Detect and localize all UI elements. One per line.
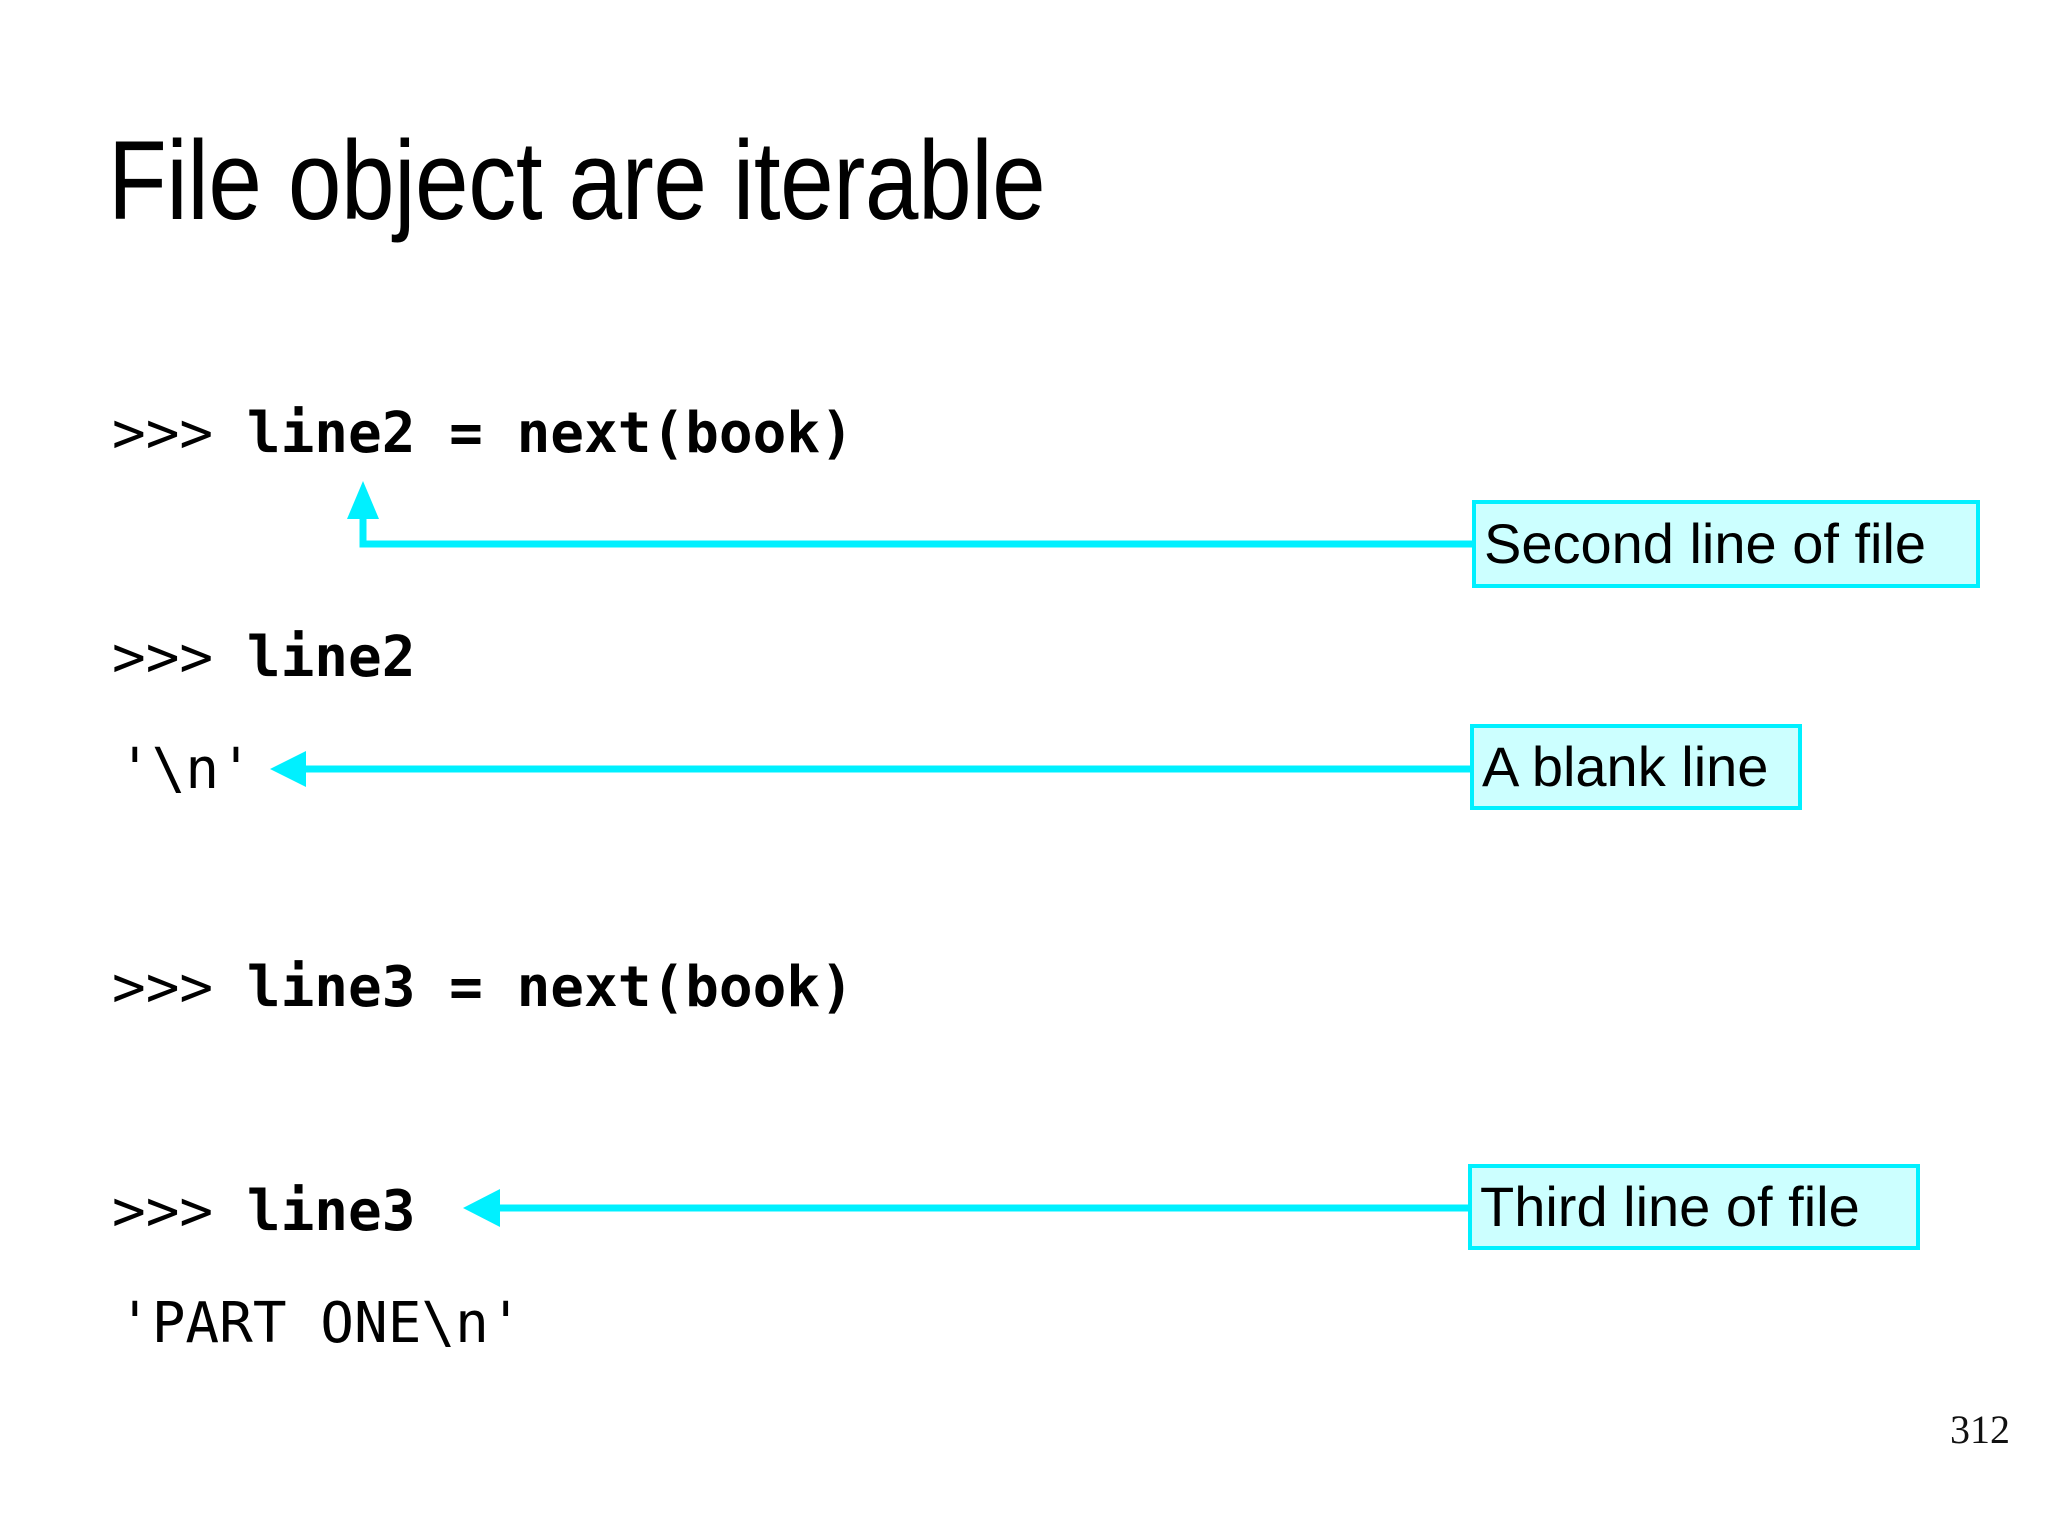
arrow-a-blank-line	[270, 751, 1470, 787]
page-number: 312	[1950, 1407, 2010, 1452]
callout-third-line-of-file: Third line of file	[1468, 1164, 1920, 1250]
code-line-line3-output: 'PART ONE\n'	[118, 1294, 523, 1354]
prompt-marker: >>>	[112, 955, 247, 1020]
callout-second-line-of-file: Second line of file	[1472, 500, 1980, 588]
prompt-marker: >>>	[112, 401, 247, 466]
code-line-line3-echo: >>> line3	[112, 1182, 415, 1242]
callout-a-blank-line: A blank line	[1470, 724, 1802, 810]
arrow-third-line-of-file	[463, 1189, 1468, 1227]
arrow-second-line-of-file	[347, 481, 1472, 548]
code-line-line3-assign: >>> line3 = next(book)	[112, 958, 854, 1018]
code-text: line2 = next(book)	[246, 401, 854, 466]
callout-label: Second line of file	[1484, 512, 1927, 575]
code-text: '\n'	[118, 737, 253, 802]
prompt-marker: >>>	[112, 625, 247, 690]
callout-label: Third line of file	[1480, 1175, 1860, 1238]
code-text: 'PART ONE\n'	[118, 1291, 523, 1356]
callout-label: A blank line	[1482, 735, 1769, 798]
code-line-line2-output: '\n'	[118, 740, 253, 800]
code-text: line2	[246, 625, 416, 690]
page-title: File object are iterable	[108, 118, 1046, 243]
code-line-line2-echo: >>> line2	[112, 628, 415, 688]
code-line-line2-assign: >>> line2 = next(book)	[112, 404, 854, 464]
code-text: line3 = next(book)	[246, 955, 854, 1020]
code-text: line3	[246, 1179, 416, 1244]
prompt-marker: >>>	[112, 1179, 247, 1244]
